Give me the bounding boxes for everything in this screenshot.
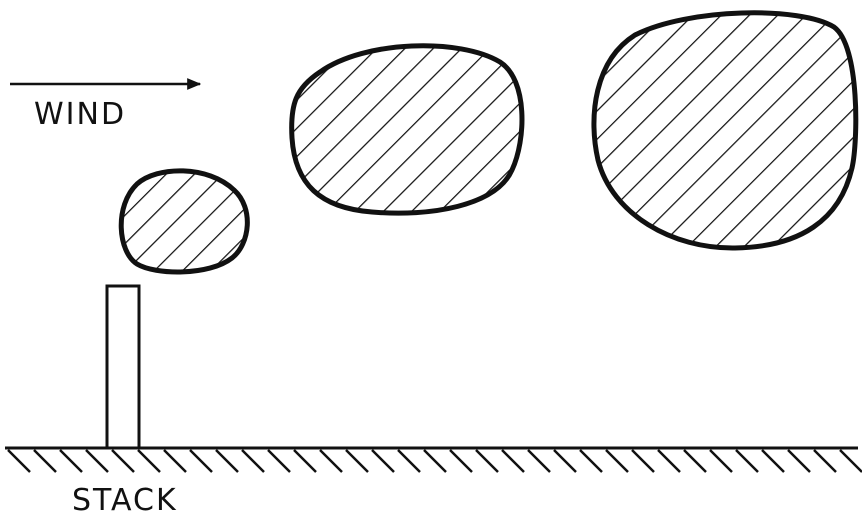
stack-label: STACK <box>72 483 178 518</box>
puff-small <box>121 171 247 272</box>
ground-hatch-tick <box>658 450 680 472</box>
ground-hatch-tick <box>814 450 836 472</box>
ground-hatch-tick <box>580 450 602 472</box>
ground-hatch-tick <box>320 450 342 472</box>
puff-large <box>594 13 856 248</box>
ground-hatch-tick <box>788 450 810 472</box>
ground <box>5 448 862 472</box>
ground-hatch-tick <box>762 450 784 472</box>
ground-hatching <box>8 450 862 472</box>
ground-hatch-tick <box>476 450 498 472</box>
ground-hatch-tick <box>112 450 134 472</box>
ground-hatch-tick <box>164 450 186 472</box>
ground-hatch-tick <box>242 450 264 472</box>
ground-hatch-tick <box>346 450 368 472</box>
ground-hatch-tick <box>606 450 628 472</box>
ground-hatch-tick <box>684 450 706 472</box>
ground-hatch-tick <box>8 450 30 472</box>
ground-hatch-tick <box>294 450 316 472</box>
ground-hatch-tick <box>528 450 550 472</box>
ground-hatch-tick <box>632 450 654 472</box>
ground-hatch-tick <box>424 450 446 472</box>
ground-hatch-tick <box>710 450 732 472</box>
ground-hatch-tick <box>86 450 108 472</box>
ground-hatch-tick <box>840 450 862 472</box>
ground-hatch-tick <box>60 450 82 472</box>
puff-medium <box>292 46 522 213</box>
ground-hatch-tick <box>398 450 420 472</box>
ground-hatch-tick <box>34 450 56 472</box>
ground-hatch-tick <box>268 450 290 472</box>
ground-hatch-tick <box>216 450 238 472</box>
stack <box>107 286 139 448</box>
ground-hatch-tick <box>554 450 576 472</box>
ground-hatch-tick <box>138 450 160 472</box>
wind-label: WIND <box>34 97 126 132</box>
ground-hatch-tick <box>372 450 394 472</box>
ground-hatch-tick <box>736 450 758 472</box>
ground-hatch-tick <box>450 450 472 472</box>
ground-hatch-tick <box>190 450 212 472</box>
ground-hatch-tick <box>502 450 524 472</box>
